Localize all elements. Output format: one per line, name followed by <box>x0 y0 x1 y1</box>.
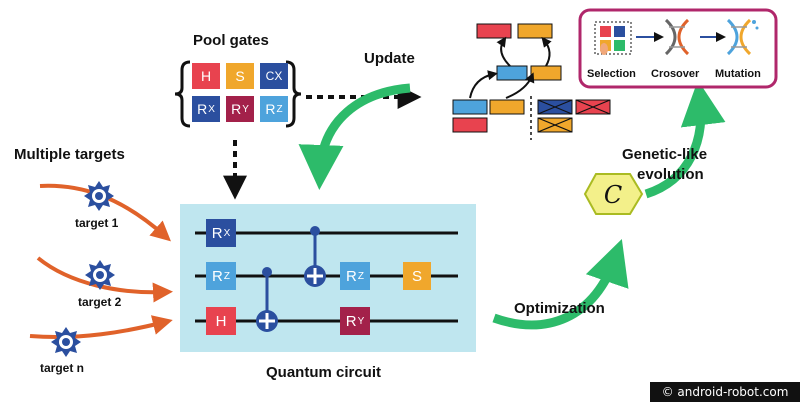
evolution-label-line-2: evolution <box>637 166 704 183</box>
circuit-gate-rz1-sub: Z <box>223 270 230 282</box>
population-arrow <box>541 36 552 67</box>
crossover-dna-icon <box>664 18 690 56</box>
pool-gate: CX <box>260 63 288 89</box>
pool-gate-label: H <box>200 68 212 84</box>
pool-gate: S <box>226 63 254 89</box>
pool-gate-label: R <box>231 101 242 117</box>
circuit-gate-ry-label: R <box>345 312 357 330</box>
circuit-gate-h-label: H <box>215 312 227 330</box>
population-block <box>496 65 528 81</box>
genetic-steps-box <box>578 8 778 89</box>
selection-icon <box>594 21 632 55</box>
discarded-block-icon <box>537 99 573 115</box>
optimization-green-arrow <box>492 238 629 330</box>
optimization-label: Optimization <box>514 300 605 317</box>
circuit-gate-ry-sub: Y <box>357 315 365 327</box>
circuit-gate-s-label: S <box>411 267 422 285</box>
population-block <box>476 23 512 39</box>
quantum-circuit-title: Quantum circuit <box>266 364 382 381</box>
circuit-gate-rz1-label: R <box>212 267 223 285</box>
population-arrow <box>505 72 535 99</box>
target-1-label: target 1 <box>75 216 119 230</box>
pool-gate-label: S <box>235 68 245 84</box>
pool-gate-label: CX <box>265 69 283 83</box>
circuit-gate-s: S <box>403 262 431 290</box>
mutation-dna-icon <box>726 18 759 56</box>
cnot-1-control <box>262 267 272 277</box>
population-block <box>489 99 525 115</box>
watermark: © android-robot.com <box>650 382 800 402</box>
multiple-targets-title: Multiple targets <box>14 146 125 163</box>
pool-gate-sub: Z <box>276 103 283 115</box>
discarded-block-icon <box>537 117 573 133</box>
target-n-arrow <box>29 315 173 340</box>
cnot-2-control <box>310 226 320 236</box>
pool-left-brace <box>174 60 191 128</box>
circuit-gate-rz2-label: R <box>346 267 357 285</box>
target-2-arrow <box>36 256 173 303</box>
pool-gate-label: R <box>265 101 276 117</box>
target-n-label: target n <box>40 361 85 375</box>
pool-right-brace <box>285 60 302 128</box>
mutation-label: Mutation <box>715 68 761 80</box>
pool-gate-sub: X <box>208 103 215 115</box>
selection-label: Selection <box>587 68 636 80</box>
update-green-arrow <box>298 83 411 190</box>
population-block <box>452 117 488 133</box>
circuit-gate-rx-label: R <box>211 224 223 242</box>
crossover-label: Crosover <box>651 68 700 80</box>
pool-gates-title: Pool gates <box>193 32 269 49</box>
circuit-gate-rz2-sub: Z <box>357 270 364 282</box>
pool-gate-label: R <box>197 101 208 117</box>
cost-hexagon <box>583 173 644 215</box>
evolution-label-line-1: Genetic-like <box>622 146 708 163</box>
population-block <box>452 99 488 115</box>
discarded-block-icon <box>575 99 611 115</box>
evolution-green-arrow <box>644 80 726 199</box>
target-2-label: target 2 <box>78 295 122 309</box>
population-block <box>517 23 553 39</box>
circuit-gate-rx-sub: X <box>223 227 231 239</box>
circuit-gate-h: H <box>206 307 236 335</box>
target-n-gear-icon <box>51 327 81 357</box>
target-1-gear-icon <box>84 181 114 211</box>
cost-symbol: C <box>604 181 622 209</box>
population-arrow <box>469 70 498 99</box>
pool-gate-sub: Y <box>242 103 249 115</box>
update-label: Update <box>364 50 415 67</box>
population-block <box>530 65 562 81</box>
population-arrow <box>496 36 511 67</box>
target-2-gear-icon <box>85 260 115 290</box>
pool-gate: H <box>192 63 220 89</box>
